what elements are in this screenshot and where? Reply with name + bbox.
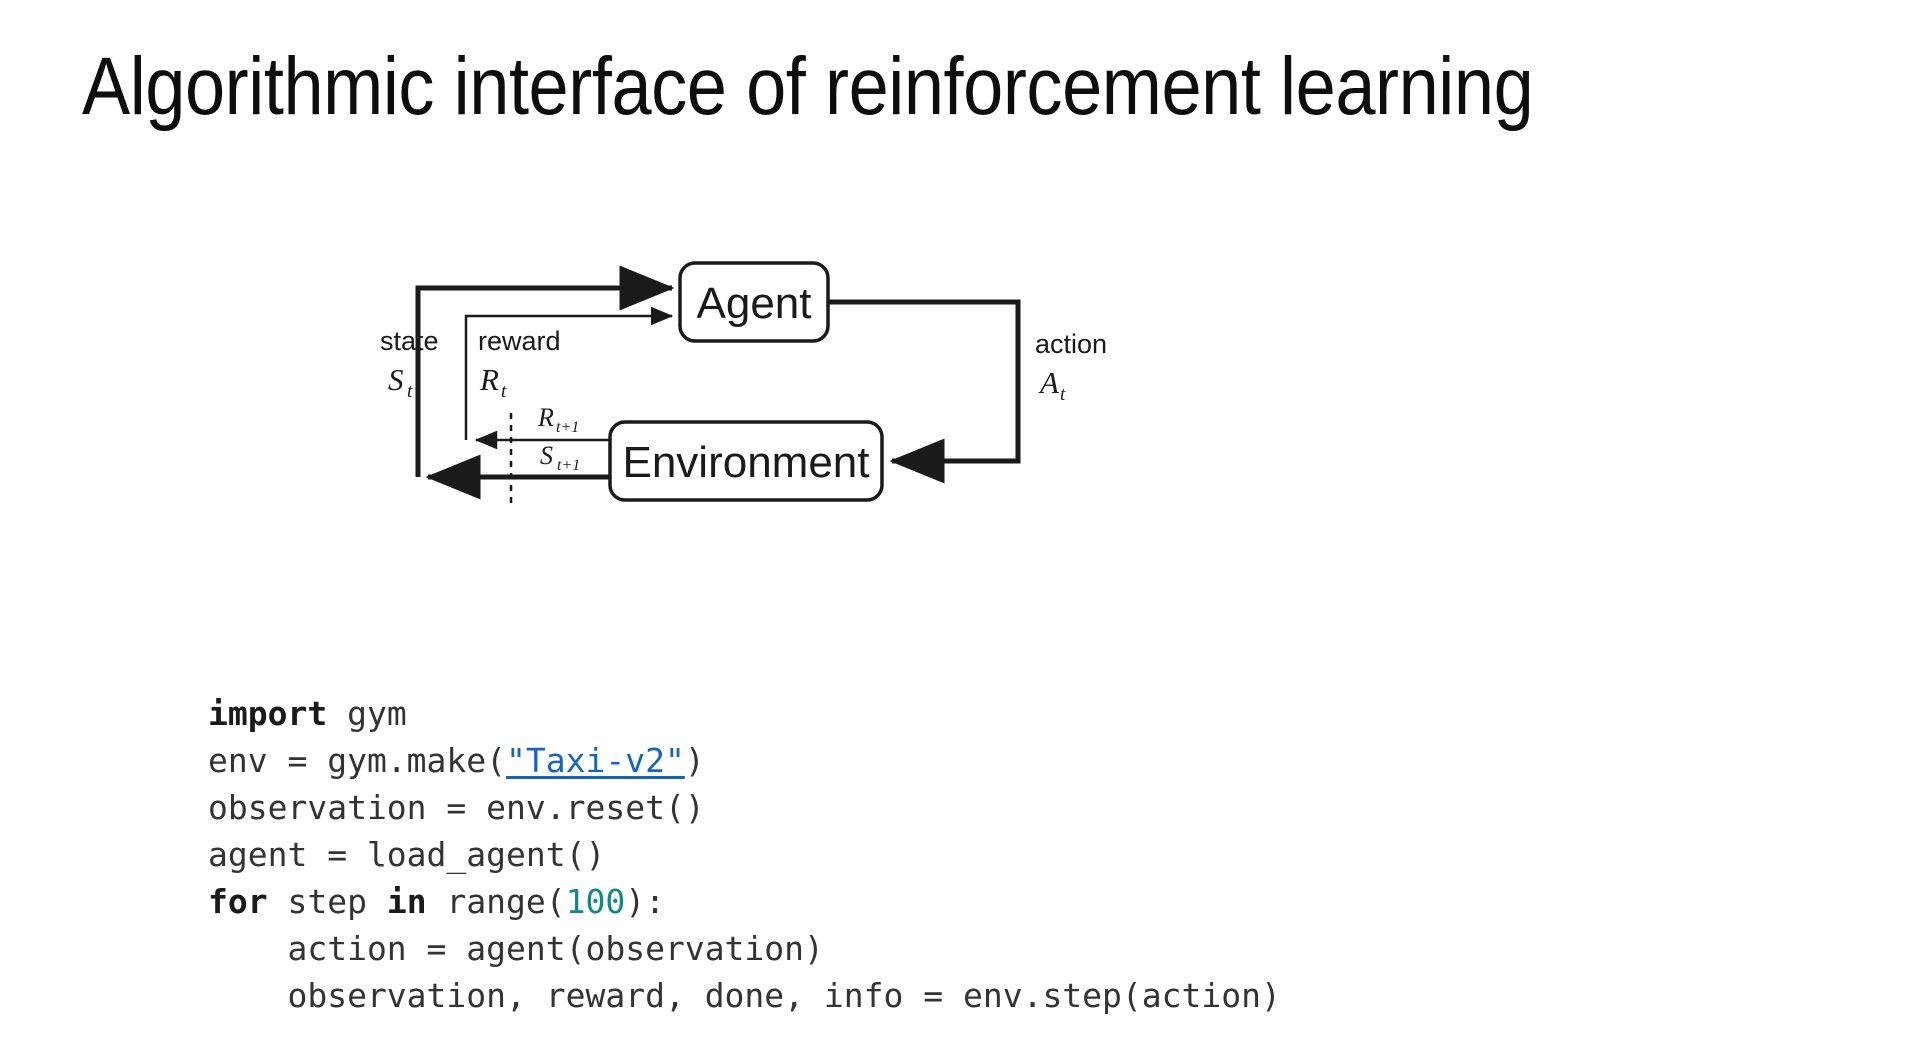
- state-symbol: S: [388, 362, 404, 397]
- reward-feedback-path: [464, 306, 674, 440]
- diagram-node-agent-label: Agent: [697, 279, 812, 328]
- code-keyword: for: [208, 882, 268, 921]
- code-line: env = gym.make("Taxi-v2"): [208, 737, 1281, 784]
- code-line: agent = load_agent(): [208, 831, 1281, 878]
- state-subscript: t: [407, 381, 413, 402]
- code-text: ):: [625, 882, 666, 921]
- code-line: for step in range(100):: [208, 878, 1281, 925]
- rl-loop-diagram: Agent Environment state S t reward R t a…: [380, 250, 1200, 540]
- next-state-symbol: S: [540, 441, 553, 470]
- reward-subscript: t: [501, 381, 507, 402]
- code-line: observation, reward, done, info = env.st…: [208, 972, 1281, 1019]
- state-feedback-path: [415, 265, 675, 477]
- code-link-env-id[interactable]: "Taxi-v2": [506, 741, 685, 780]
- code-text: env = gym.make(: [208, 741, 507, 780]
- code-keyword: in: [386, 882, 427, 921]
- state-label: state: [380, 326, 439, 356]
- code-text: step: [267, 882, 387, 921]
- code-line: observation = env.reset(): [208, 784, 1281, 831]
- diagram-node-environment: Environment: [608, 420, 884, 502]
- code-text: gym: [327, 694, 407, 733]
- action-subscript: t: [1060, 384, 1066, 405]
- code-line: action = agent(observation): [208, 925, 1281, 972]
- action-label: action: [1035, 329, 1107, 359]
- code-line: import gym: [208, 690, 1281, 737]
- next-reward-symbol: R: [537, 403, 554, 432]
- reward-symbol: R: [479, 362, 499, 397]
- next-state-subscript: t+1: [557, 457, 580, 474]
- reward-label: reward: [478, 326, 561, 356]
- diagram-node-agent: Agent: [678, 261, 830, 343]
- next-reward-subscript: t+1: [556, 419, 579, 436]
- page-title: Algorithmic interface of reinforcement l…: [82, 41, 1534, 132]
- code-text: agent = load_agent(): [208, 835, 606, 874]
- code-text: action = agent(observation): [208, 929, 824, 968]
- code-text: range(: [426, 882, 566, 921]
- code-keyword: import: [208, 694, 328, 733]
- code-text: ): [684, 741, 705, 780]
- diagram-node-environment-label: Environment: [622, 438, 869, 487]
- code-text: observation, reward, done, info = env.st…: [208, 976, 1281, 1015]
- action-symbol: A: [1038, 365, 1060, 400]
- code-text: observation = env.reset(): [208, 788, 705, 827]
- action-path: [828, 299, 1021, 484]
- code-number: 100: [565, 882, 626, 921]
